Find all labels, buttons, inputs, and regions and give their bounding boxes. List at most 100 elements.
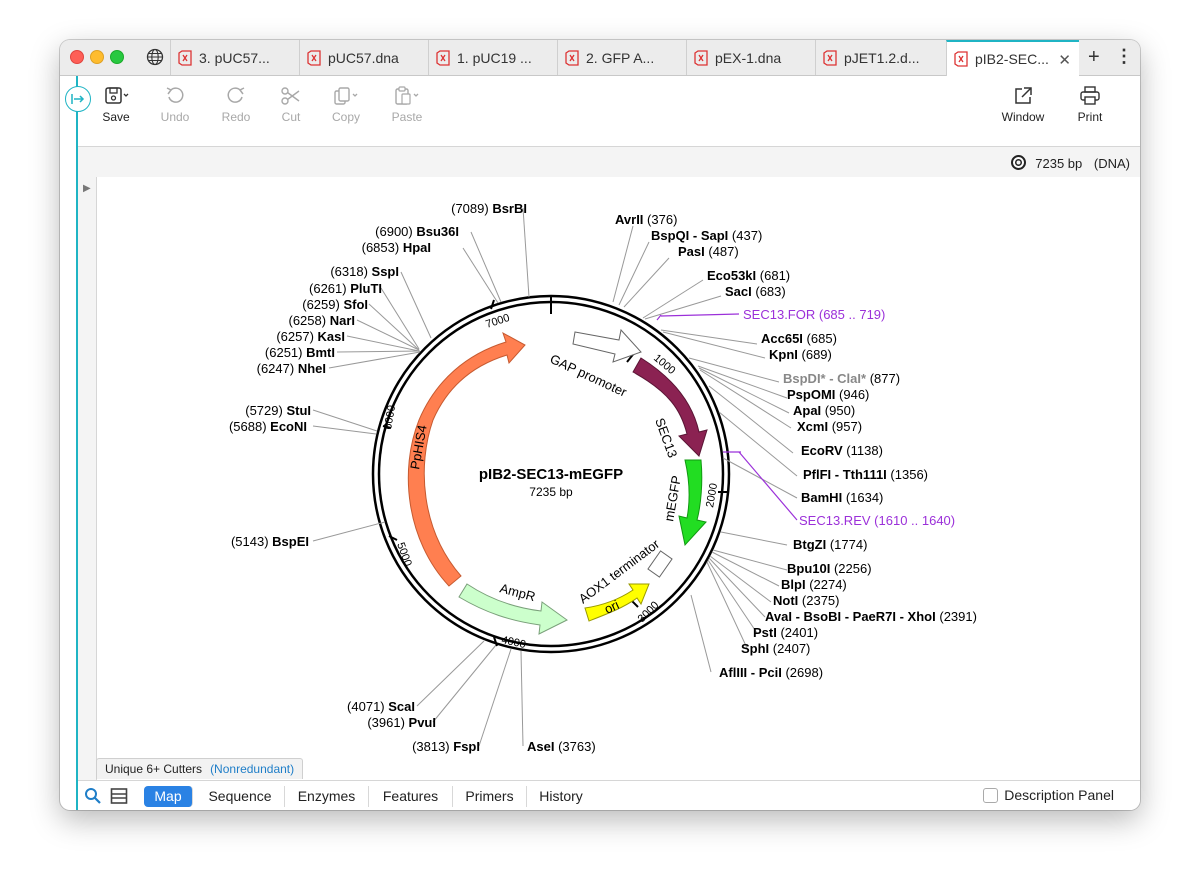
- tab-features[interactable]: Features: [369, 786, 453, 807]
- site-label: PstI (2401): [753, 625, 818, 640]
- description-panel-checkbox[interactable]: [983, 787, 999, 803]
- copy-button[interactable]: Copy: [316, 86, 376, 124]
- site-leader-lines: [312, 207, 798, 747]
- sequence-length-info: 7235 bp (DNA): [1010, 155, 1130, 171]
- tick-label: 6000: [382, 404, 398, 430]
- tab-label: pIB2-SEC...: [975, 51, 1049, 67]
- new-tab-button[interactable]: +: [1088, 46, 1100, 68]
- primer-label: SEC13.FOR (685 .. 719): [743, 307, 885, 322]
- site-label: KpnI (689): [769, 347, 832, 362]
- redo-button[interactable]: Redo: [206, 86, 266, 124]
- ori-label: ori: [602, 597, 622, 617]
- site-label: BamHI (1634): [801, 490, 883, 505]
- description-panel-toggle[interactable]: Description Panel: [983, 787, 1114, 803]
- tab-document[interactable]: 2. GFP A...: [557, 40, 686, 75]
- tab-document-active[interactable]: pIB2-SEC... ✕: [946, 40, 1079, 76]
- megfp-label: mEGFP: [661, 474, 684, 522]
- globe-icon[interactable]: [146, 48, 164, 66]
- print-button[interactable]: Print: [1060, 86, 1120, 124]
- undo-button[interactable]: Undo: [145, 86, 205, 124]
- site-label: (6257) KasI: [276, 329, 345, 344]
- redo-label: Redo: [221, 110, 251, 124]
- description-panel-label: Description Panel: [1004, 787, 1114, 803]
- save-icon: [105, 87, 129, 104]
- zoom-window-button[interactable]: [110, 50, 124, 64]
- tick-label: 4000: [500, 634, 526, 651]
- dna-file-icon: [307, 49, 321, 66]
- site-label: PspOMI (946): [787, 387, 869, 402]
- megfp-feature[interactable]: [678, 459, 707, 547]
- site-labels-right: AvrII (376) BspQI - SapI (437) PasI (487…: [527, 212, 977, 754]
- circular-sequence-icon: [1010, 155, 1026, 170]
- site-label: (6853) HpaI: [362, 240, 431, 255]
- pphis4-feature[interactable]: [407, 331, 526, 587]
- tab-document[interactable]: pUC57.dna: [299, 40, 428, 75]
- site-label: (6900) Bsu36I: [375, 224, 459, 239]
- search-icon[interactable]: [84, 787, 102, 805]
- sidebar-divider: [76, 76, 78, 810]
- site-label: (6318) SspI: [330, 264, 399, 279]
- site-label: BspQI - SapI (437): [651, 228, 762, 243]
- undo-icon: [166, 87, 184, 103]
- paste-label: Paste: [391, 110, 423, 124]
- site-label: AvaI - BsoBI - PaeR7I - XhoI (2391): [765, 609, 977, 624]
- sec13-feature[interactable]: [632, 357, 708, 457]
- tick-label: 2000: [704, 482, 720, 508]
- tab-label: 1. pUC19 ...: [457, 49, 532, 66]
- tab-enzymes[interactable]: Enzymes: [285, 786, 369, 807]
- ori-feature[interactable]: [584, 583, 650, 622]
- site-label: AflIII - PciI (2698): [719, 665, 823, 680]
- site-label: (3961) PvuI: [367, 715, 436, 730]
- minimize-window-button[interactable]: [90, 50, 104, 64]
- close-window-button[interactable]: [70, 50, 84, 64]
- tab-map[interactable]: Map: [144, 786, 193, 807]
- paste-button[interactable]: Paste: [377, 86, 437, 124]
- disclosure-triangle-icon[interactable]: ▶: [83, 183, 91, 194]
- cut-button[interactable]: Cut: [261, 86, 321, 124]
- tab-history[interactable]: History: [539, 788, 583, 804]
- site-label: AvrII (376): [615, 212, 677, 227]
- tab-label: pJET1.2.d...: [844, 49, 920, 66]
- plasmid-map[interactable]: 1000 2000 3000 4000 5000 6000 7000 GAP: [97, 177, 1140, 780]
- dna-file-icon: [694, 49, 708, 66]
- site-label: SacI (683): [725, 284, 786, 299]
- plasmid-map-canvas[interactable]: 1000 2000 3000 4000 5000 6000 7000 GAP: [96, 177, 1140, 780]
- tab-document[interactable]: pJET1.2.d...: [815, 40, 944, 75]
- open-window-icon: [1015, 87, 1032, 104]
- redo-icon: [227, 87, 245, 103]
- dna-file-icon: [823, 49, 837, 66]
- tab-document[interactable]: pEX-1.dna: [686, 40, 815, 75]
- toolbar: [60, 76, 1140, 146]
- copy-label: Copy: [331, 110, 360, 124]
- more-options-icon[interactable]: ⋮: [1115, 46, 1133, 66]
- tab-document[interactable]: 3. pUC57...: [170, 40, 299, 75]
- undo-label: Undo: [160, 110, 190, 124]
- ampr-label: AmpR: [498, 580, 537, 604]
- primer-leader-lines: [656, 313, 798, 521]
- site-label: Eco53kI (681): [707, 268, 790, 283]
- close-tab-icon[interactable]: ✕: [1058, 52, 1071, 69]
- save-button[interactable]: Save: [86, 86, 146, 124]
- tick-label: 3000: [636, 599, 662, 625]
- window-label: Window: [1001, 110, 1045, 124]
- split-view-icon[interactable]: [110, 787, 128, 805]
- tab-document[interactable]: 1. pUC19 ...: [428, 40, 557, 75]
- aox1-terminator-feature[interactable]: [647, 550, 673, 578]
- site-label: XcmI (957): [797, 419, 862, 434]
- tab-label: 2. GFP A...: [586, 49, 655, 66]
- gap-promoter-feature[interactable]: [572, 328, 642, 363]
- tab-label: pUC57.dna: [328, 49, 399, 66]
- site-label: BtgZI (1774): [793, 537, 867, 552]
- tab-sequence[interactable]: Sequence: [196, 786, 285, 807]
- aox1-terminator-label: AOX1 terminator: [576, 536, 663, 607]
- expand-sidebar-button[interactable]: [65, 86, 91, 112]
- site-label: Bpu10I (2256): [787, 561, 872, 576]
- site-label: (3813) FspI: [412, 739, 480, 754]
- ampr-feature[interactable]: [458, 583, 568, 635]
- dna-file-icon: [178, 49, 192, 66]
- site-labels-left: (3813) FspI (3961) PvuI (4071) ScaI (514…: [229, 201, 527, 754]
- enzyme-set-selector[interactable]: Unique 6+ Cutters(Nonredundant): [96, 758, 304, 779]
- window-button[interactable]: Window: [993, 86, 1053, 124]
- tab-primers[interactable]: Primers: [453, 786, 527, 807]
- sec13-label: SEC13: [652, 416, 680, 460]
